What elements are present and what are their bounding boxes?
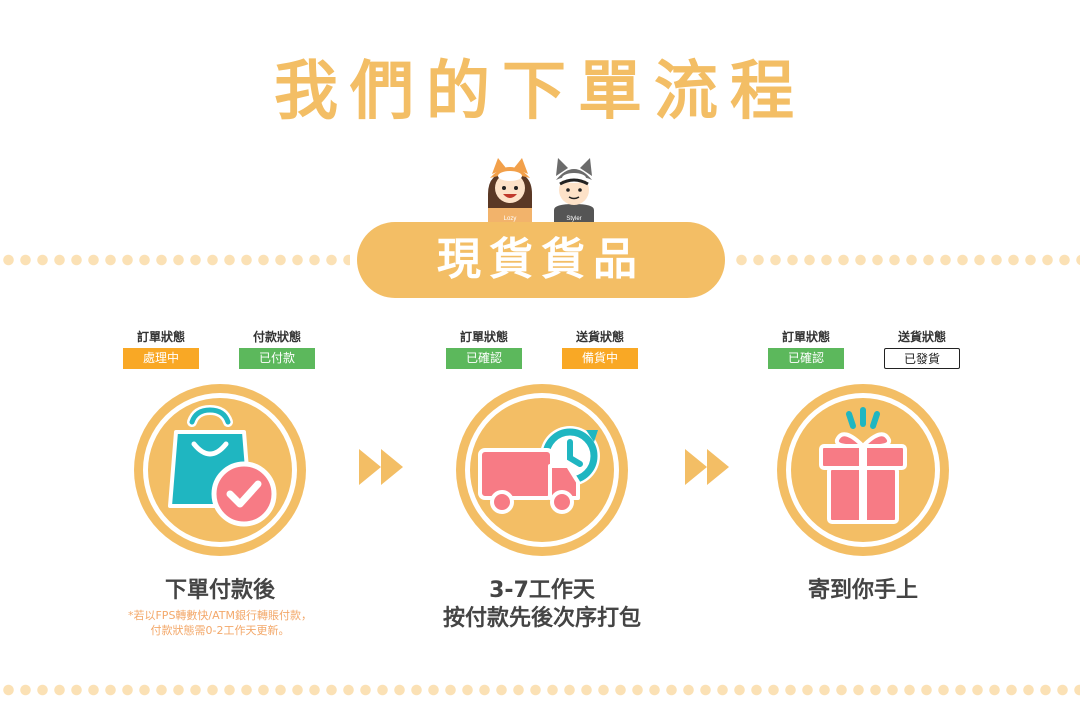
order-status: 訂單狀態 已確認 — [446, 328, 522, 369]
delivery-truck-clock-icon — [456, 384, 628, 556]
step-note-line: 付款狀態需0-2工作天更新。 — [150, 624, 290, 637]
step-title-line: 按付款先後次序打包 — [442, 606, 641, 631]
avatar-right-name: Styler — [566, 216, 581, 222]
status-label: 送貨狀態 — [575, 330, 624, 344]
status-row: 訂單狀態 已確認 送貨狀態 已發貨 — [713, 328, 1013, 378]
dotted-divider-bottom — [0, 684, 1080, 696]
avatar-cat-boy: Styler — [554, 158, 594, 224]
status-label: 訂單狀態 — [781, 330, 830, 344]
status-row: 訂單狀態 處理中 付款狀態 已付款 — [70, 328, 370, 378]
avatar-group: Lozy Styler — [488, 158, 594, 224]
double-arrow-icon — [685, 449, 729, 485]
dotted-divider-left — [0, 254, 350, 266]
step-title: 下單付款後 — [164, 578, 275, 603]
status-label: 送貨狀態 — [897, 330, 946, 344]
status-badge: 已付款 — [239, 348, 315, 369]
section-banner: 現貨貨品 — [357, 222, 725, 298]
status-badge: 處理中 — [123, 348, 199, 369]
shopping-bag-check-icon — [134, 384, 306, 556]
payment-status: 付款狀態 已付款 — [239, 328, 315, 369]
avatar-left-name: Lozy — [504, 216, 517, 222]
status-label: 付款狀態 — [252, 330, 301, 344]
step-title: 寄到你手上 — [807, 578, 918, 603]
gift-box-icon — [777, 384, 949, 556]
status-row: 訂單狀態 已確認 送貨狀態 備貨中 — [392, 328, 692, 378]
page-title: 我們的下單流程 — [274, 55, 806, 129]
step-note-line: *若以FPS轉數快/ATM銀行轉賬付款， — [127, 609, 313, 622]
avatar-shiba-girl: Lozy — [488, 158, 532, 224]
step-title-line: 3-7工作天 — [489, 578, 595, 603]
status-label: 訂單狀態 — [459, 330, 508, 344]
status-badge: 已確認 — [768, 348, 844, 369]
order-status: 訂單狀態 處理中 — [123, 328, 199, 369]
status-badge: 已確認 — [446, 348, 522, 369]
double-arrow-icon — [359, 449, 403, 485]
status-badge: 備貨中 — [562, 348, 638, 369]
delivery-status: 送貨狀態 備貨中 — [562, 328, 638, 369]
order-status: 訂單狀態 已確認 — [768, 328, 844, 369]
dotted-divider-right — [733, 254, 1080, 266]
status-label: 訂單狀態 — [136, 330, 185, 344]
delivery-status: 送貨狀態 已發貨 — [884, 328, 960, 369]
status-badge: 已發貨 — [884, 348, 960, 369]
